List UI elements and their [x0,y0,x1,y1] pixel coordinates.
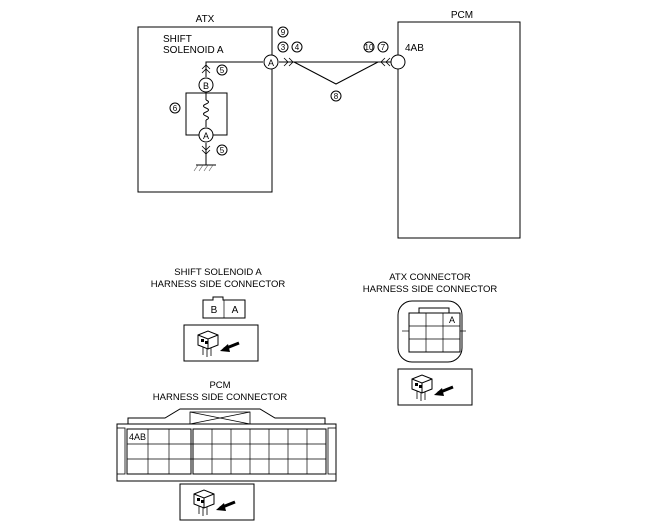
terminal-b-label: B [203,81,209,91]
callout-9 [277,26,289,38]
atx-label: ATX [196,14,215,25]
shift-solenoid-label-line2: SOLENOID A [163,45,224,56]
pcm-connector-title-line1: PCM [209,380,230,391]
atx-box [137,26,273,193]
callout-4-label: 4 [295,43,300,52]
callout-5-bottom-label: 5 [220,146,225,155]
callout-8 [330,90,342,102]
pcm-plug-icon [178,482,256,522]
callout-3-label: 3 [281,43,286,52]
solenoid-pin-a: A [232,305,239,316]
connector-a-label: A [268,58,274,68]
solenoid-connector-face [202,296,246,319]
pcm-connector-face [116,408,337,482]
callout-10 [363,41,375,53]
pcm-terminal-label: 4AB [405,43,424,54]
solenoid-connector-title-line1: SHIFT SOLENOID A [174,267,262,278]
harness-wire [279,57,398,85]
callout-10-label: 10 [365,43,374,52]
solenoid-pin-b: B [211,305,218,316]
atx-connector-title-line1: ATX CONNECTOR [389,272,471,283]
callout-6-label: 6 [173,104,178,113]
callout-6 [169,102,181,114]
atx-connector-face [397,300,466,363]
callout-7-label: 7 [381,43,386,52]
solenoid-plug-icon [182,323,260,363]
solenoid-circuit [185,61,263,172]
pcm-label: PCM [451,10,473,21]
pcm-pin-4ab: 4AB [129,432,146,442]
shift-solenoid-label-line1: SHIFT [163,34,192,45]
solenoid-connector-title-line2: HARNESS SIDE CONNECTOR [151,279,286,290]
atx-connector-title-line2: HARNESS SIDE CONNECTOR [363,284,498,295]
terminal-b-circle [198,77,214,93]
connector-a-circle [263,54,279,70]
callout-3 [277,41,289,53]
callout-5-top [216,64,228,76]
atx-plug-icon [396,367,474,407]
callout-8-label: 8 [334,92,339,101]
terminal-a-circle [198,127,214,143]
callout-5-top-label: 5 [220,66,225,75]
atx-pin-a: A [449,315,455,325]
callout-7 [377,41,389,53]
pcm-terminal-circle [390,54,406,70]
callout-9-label: 9 [281,28,286,37]
terminal-a-label: A [203,131,209,141]
pcm-box [397,21,521,239]
callout-5-bottom [216,144,228,156]
callout-4 [291,41,303,53]
pcm-connector-title-line2: HARNESS SIDE CONNECTOR [153,392,288,403]
